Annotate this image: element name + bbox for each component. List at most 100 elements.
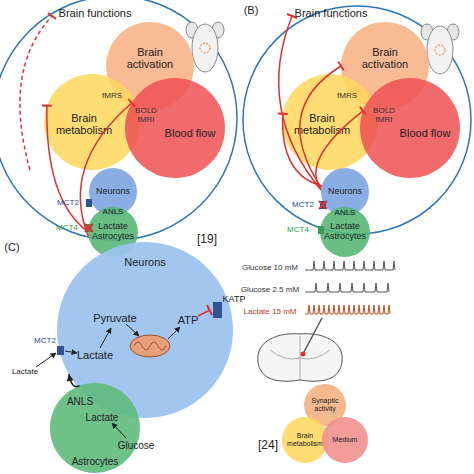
node-text: Brain metabolism xyxy=(286,432,325,447)
node-text: Astrocytes xyxy=(324,232,366,242)
recording-site xyxy=(301,352,306,357)
node-text: Synaptic activity xyxy=(307,397,343,412)
label-text: fMRS xyxy=(102,92,122,101)
mitochondrion xyxy=(130,335,170,357)
label-text: BOLD fMRI xyxy=(133,107,159,125)
label-text: Lactate xyxy=(12,368,38,377)
brain-slice xyxy=(258,334,342,381)
inhibition-bar xyxy=(360,107,366,115)
node-text: Lactate xyxy=(77,349,113,361)
node-text: Blood flow xyxy=(400,127,451,139)
connector-line xyxy=(300,66,341,188)
label-text: ANLS xyxy=(103,208,124,217)
flow-arrow xyxy=(112,423,126,438)
knockdown-cross xyxy=(319,201,327,209)
inhibition-bar xyxy=(128,99,135,107)
node-text: ANLS xyxy=(67,396,93,407)
node-text: Neurons xyxy=(124,256,166,268)
label-text: Brain functions xyxy=(59,7,132,19)
venn-circle: Medium xyxy=(322,417,368,463)
channel-symbol xyxy=(213,302,222,318)
recording-pipette xyxy=(304,318,322,352)
injection-site xyxy=(435,45,445,55)
label-text: MCT4 xyxy=(287,226,309,235)
label-text: (B) xyxy=(244,4,259,16)
inhibition-bar xyxy=(338,62,343,71)
connector-line xyxy=(316,111,363,190)
connector-line xyxy=(47,106,88,232)
node-text: Blood flow xyxy=(165,127,216,139)
rat-ear xyxy=(186,22,198,38)
firing-trace xyxy=(305,283,389,292)
inhibition-line xyxy=(198,310,210,316)
flow-arrow xyxy=(36,353,56,367)
node-text: Astrocytes xyxy=(92,232,134,242)
inhibition-line xyxy=(20,16,52,170)
node-text: Lactate xyxy=(86,412,119,423)
node-text: Lactate xyxy=(98,222,128,232)
label-text: Glucose 2.5 mM xyxy=(241,286,299,295)
node-text: Neurons xyxy=(328,187,362,197)
rat-head xyxy=(427,26,453,74)
node-text: Brain activation xyxy=(350,46,420,70)
inhibition-bar xyxy=(278,112,288,114)
firing-trace xyxy=(305,305,390,314)
node-text: Brain activation xyxy=(115,46,185,70)
blood-flow-circle: Blood flow xyxy=(125,78,225,178)
connector-line xyxy=(80,103,131,236)
label-text: MCT4 xyxy=(56,224,78,233)
connector-line xyxy=(69,374,80,387)
node-text: Brain metabolism xyxy=(49,112,119,136)
rat-ear xyxy=(421,24,433,40)
inhibition-connector xyxy=(278,113,322,185)
label-text: ANLS xyxy=(335,209,356,218)
inhibition-bar xyxy=(42,104,52,106)
transporter-symbol xyxy=(86,199,92,207)
transporter-symbol xyxy=(318,226,324,234)
transporter-symbol xyxy=(86,224,92,232)
label-text: KATP xyxy=(223,295,246,305)
arrow-head xyxy=(67,374,74,382)
node-text: Medium xyxy=(333,436,358,444)
label-text: [19] xyxy=(197,233,217,246)
firing-trace xyxy=(305,261,395,270)
label-text: (C) xyxy=(4,241,19,253)
injection-site xyxy=(200,43,210,53)
node-text: ATP xyxy=(178,314,199,326)
label-text: MCT2 xyxy=(292,201,314,210)
label-text: MCT2 xyxy=(34,337,56,346)
panel-outline xyxy=(0,0,237,240)
flow-arrow xyxy=(65,351,77,353)
label-text: BOLD fMRI xyxy=(371,107,397,125)
connector-line xyxy=(283,114,322,186)
transporter-symbol xyxy=(320,201,326,209)
flow-arrow xyxy=(168,327,180,339)
transporter-symbol xyxy=(57,346,64,355)
inhibition-connector xyxy=(316,107,366,190)
rat-ear xyxy=(212,22,224,38)
node-text: Brain metabolism xyxy=(287,112,357,136)
label-text: [24] xyxy=(258,439,278,452)
flow-arrow xyxy=(126,324,139,336)
flow-arrow xyxy=(100,328,111,348)
slice-detail xyxy=(270,336,330,380)
inhibition-connector xyxy=(80,99,135,236)
node-text: Neurons xyxy=(96,187,130,197)
inhibition-connector xyxy=(300,62,344,188)
node-text: Lactate xyxy=(330,222,360,232)
node-text: Astrocytes xyxy=(72,456,119,467)
label-text: MCT2 xyxy=(57,199,79,208)
blood-flow-circle: Blood flow xyxy=(360,78,460,178)
inhibition-bar xyxy=(48,13,56,19)
astrocyte-cell: ANLSLactateGlucoseAstrocytes xyxy=(50,383,140,473)
knockdown-cross xyxy=(85,224,93,232)
inhibition-line xyxy=(279,16,321,190)
node-text: Glucose xyxy=(118,440,155,451)
flow-connector xyxy=(67,374,80,387)
node-text: Pyruvate xyxy=(93,312,136,324)
label-text: Brain functions xyxy=(295,7,368,19)
